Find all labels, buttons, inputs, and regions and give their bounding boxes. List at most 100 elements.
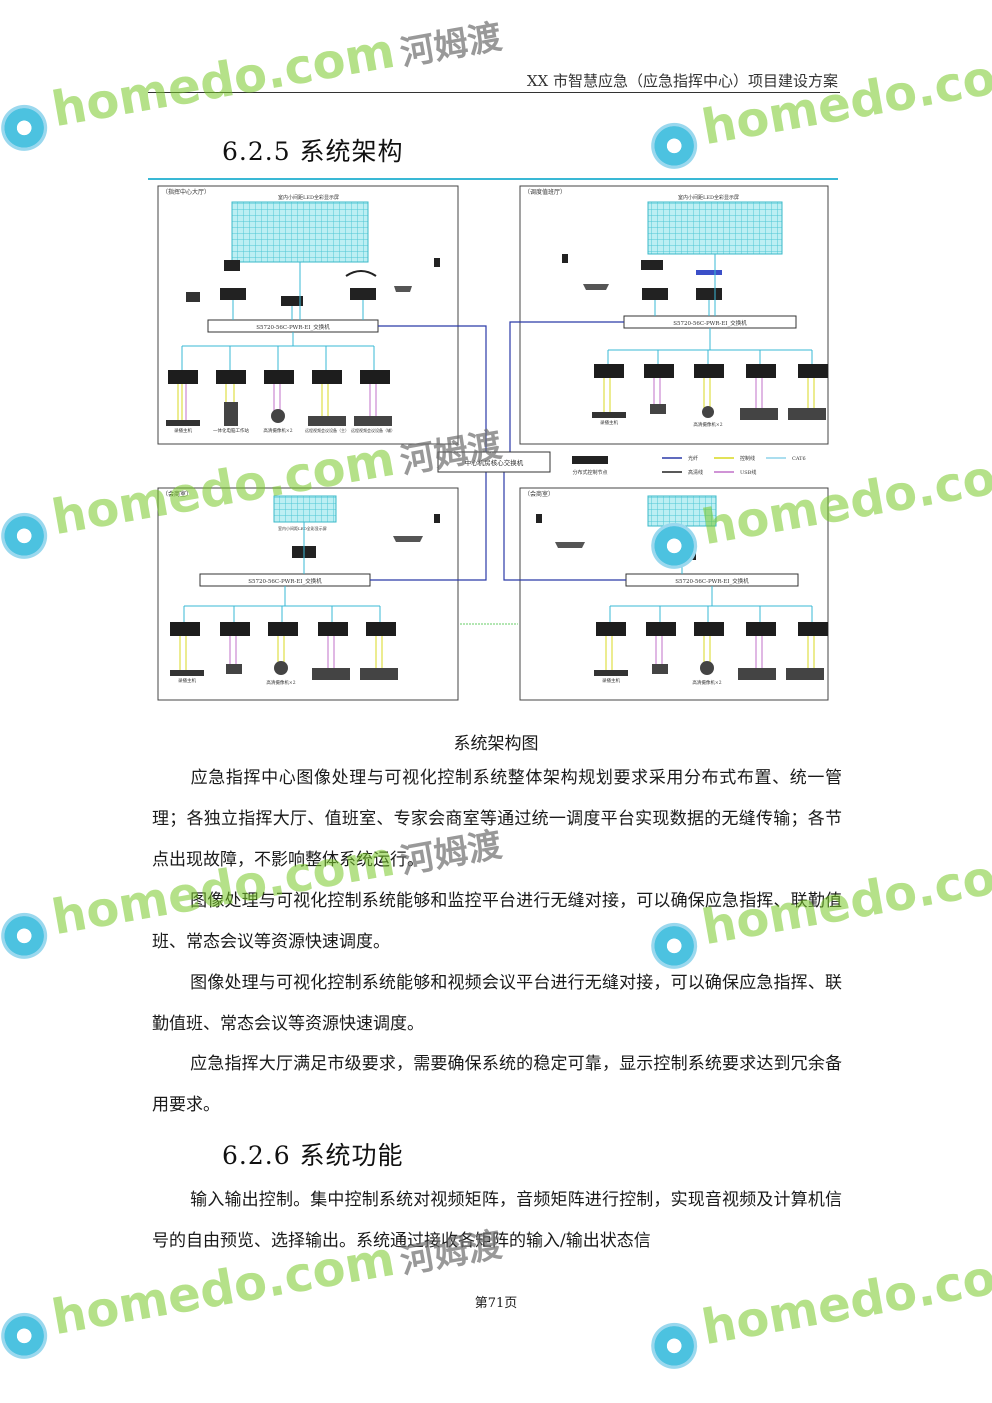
phone-icon xyxy=(434,514,440,523)
workstation-device xyxy=(650,404,666,414)
node-device xyxy=(696,288,722,300)
led-wall-2 xyxy=(647,201,783,255)
core-switch-label: 中心机房核心交换机 xyxy=(465,458,524,467)
paragraph-video-conference-integration: 图像处理与可视化控制系统能够和视频会议平台进行无缝对接，可以确保应急指挥、联勤值… xyxy=(152,973,842,1034)
device-label: 高清摄像机×2 xyxy=(263,427,292,434)
recorder-device xyxy=(166,420,200,426)
flower-logo-icon xyxy=(647,1318,701,1373)
router-icon xyxy=(394,286,412,292)
node-row-3 xyxy=(170,622,396,636)
led-wall-3 xyxy=(273,495,337,523)
router-icon xyxy=(583,284,609,290)
zone-switch-label-4: S5720-56C-PWR-EI_交换机 xyxy=(675,577,749,585)
device-label: 远程视频会议设备（主） xyxy=(305,427,349,433)
monitor-icon xyxy=(641,260,663,270)
zone-frame-2 xyxy=(519,185,829,445)
svg-text:光纤: 光纤 xyxy=(688,455,698,462)
flower-logo-icon xyxy=(0,1308,51,1363)
monitor-icon xyxy=(224,260,240,271)
router-icon xyxy=(393,536,423,542)
page-number: 第71页 xyxy=(474,1296,518,1311)
device-label: 高清摄像机×2 xyxy=(266,679,295,686)
svg-text:USB线: USB线 xyxy=(740,469,756,476)
paragraph-redundancy: 应急指挥大厅满足市级要求，需要确保系统的稳定可靠，显示控制系统要求达到冗余备用要… xyxy=(152,1054,842,1115)
zone-switch-label-2: S5720-56C-PWR-EI_交换机 xyxy=(673,319,747,327)
section-heading-functions: 6.2.6 系统功能 xyxy=(222,1141,404,1170)
diagram-legend: 光纤 控制线 CAT6 高清线 USB线 xyxy=(662,455,806,476)
phone-icon xyxy=(536,514,542,523)
page-header: XX 市智慧应急（应急指挥中心）项目建设方案 xyxy=(148,70,840,93)
recorder-device xyxy=(592,412,626,418)
cat6-link xyxy=(181,332,375,370)
system-architecture-diagram: （指挥中心大厅） （调度值班厅） （会商室） （会商室） 室内小间距LED全彩显… xyxy=(157,185,829,701)
camera-device xyxy=(271,409,285,423)
device-label: 录播主机 xyxy=(600,419,618,426)
device-label: 高清摄像机×2 xyxy=(693,421,722,428)
header-title: XX 市智慧应急（应急指挥中心）项目建设方案 xyxy=(526,72,838,90)
display-icon xyxy=(345,270,377,277)
recorder-device xyxy=(594,670,628,676)
device-label: 录播主机 xyxy=(178,677,196,684)
zone-frame-4 xyxy=(519,487,829,701)
node-row-4 xyxy=(596,622,828,636)
zone-label-1: （指挥中心大厅） xyxy=(162,188,210,196)
conference-device xyxy=(312,668,350,680)
zone-frame-1 xyxy=(157,185,459,445)
core-switch xyxy=(437,451,551,473)
heading-rule xyxy=(148,178,838,180)
cat6-link xyxy=(609,586,813,622)
camera-device xyxy=(700,661,714,675)
conference-device xyxy=(354,416,392,426)
led-wall-4 xyxy=(647,495,717,527)
router-icon xyxy=(555,542,585,548)
workstation-device xyxy=(652,664,668,674)
node-device xyxy=(281,296,303,306)
cat6-link xyxy=(607,328,813,364)
control-node-label: 分布式控制节点 xyxy=(572,469,607,476)
phone-icon xyxy=(562,254,568,263)
paragraph-io-control: 输入输出控制。集中控制系统对视频矩阵，音频矩阵进行控制，实现音视频及计算机信号的… xyxy=(152,1190,842,1251)
paragraph-architecture-overview: 应急指挥中心图像处理与可视化控制系统整体架构规划要求采用分布式布置、统一管理；各… xyxy=(152,768,842,870)
cat6-link xyxy=(183,586,381,622)
node-row-1 xyxy=(168,370,390,384)
led-wall-label-2: 室内小间距LED全彩显示屏 xyxy=(678,194,739,201)
workstation-device xyxy=(224,402,238,426)
node-device xyxy=(696,270,722,275)
workstation-device xyxy=(226,664,242,674)
node-device xyxy=(672,548,696,560)
node-device xyxy=(220,288,246,300)
keyboard-icon xyxy=(186,292,200,302)
flower-logo-icon xyxy=(0,508,51,563)
watermark: homedo.com xyxy=(645,41,992,173)
fiber-link xyxy=(370,321,626,581)
svg-text:高清线: 高清线 xyxy=(688,469,703,476)
led-wall-label-1: 室内小间距LED全彩显示屏 xyxy=(278,194,339,201)
control-node-device xyxy=(572,456,608,464)
device-label: 一体化电脑工作站 xyxy=(213,427,249,434)
zone-label-2: （调度值班厅） xyxy=(524,188,566,196)
camera-device xyxy=(274,661,288,675)
zone-label-3: （会商室） xyxy=(162,490,192,498)
camera-device xyxy=(702,406,714,418)
zone-frame-3 xyxy=(157,487,459,701)
node-device xyxy=(642,288,668,300)
conference-device xyxy=(786,668,824,680)
cat6-link xyxy=(654,254,716,316)
node-device xyxy=(350,288,376,300)
zone-switch-label-1: S5720-56C-PWR-EI_交换机 xyxy=(256,323,330,331)
device-label: 高清摄像机×2 xyxy=(692,679,721,686)
node-row-2 xyxy=(594,364,828,378)
figure-caption: 系统架构图 xyxy=(453,734,539,754)
flower-logo-icon xyxy=(0,100,51,155)
recorder-device xyxy=(170,670,204,676)
zone-switch-label-3: S5720-56C-PWR-EI_交换机 xyxy=(248,577,322,585)
conference-device xyxy=(308,416,346,426)
svg-text:控制线: 控制线 xyxy=(740,455,755,462)
conference-device xyxy=(740,408,778,420)
cat6-link xyxy=(232,262,364,320)
zone-label-4: （会商室） xyxy=(524,490,554,498)
led-wall-label-3: 室内小间距LED全彩显示屏 xyxy=(278,525,327,531)
device-label: 录播主机 xyxy=(602,677,620,684)
conference-device xyxy=(360,668,398,680)
flower-logo-icon xyxy=(647,118,701,173)
